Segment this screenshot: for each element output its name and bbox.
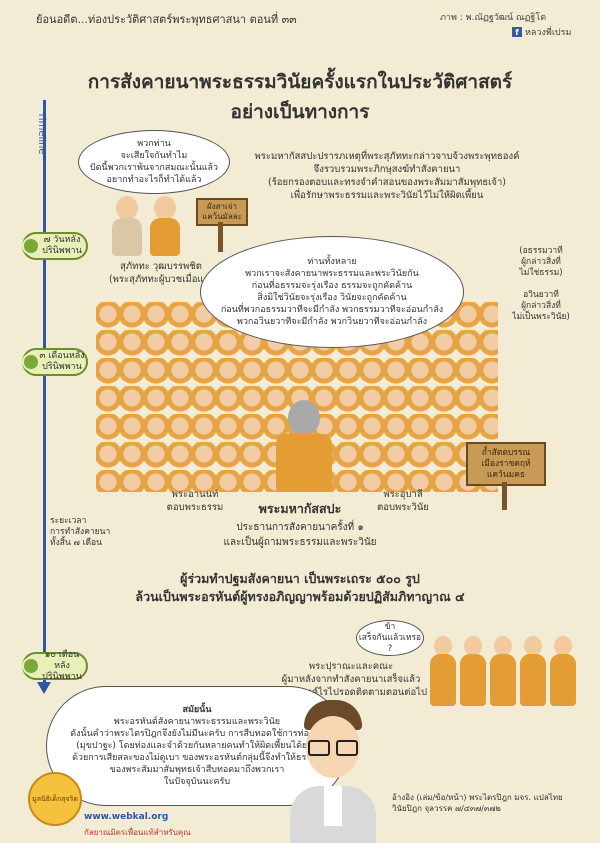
upali-label: พระอุบาลี ตอบพระวินัย bbox=[377, 489, 429, 513]
mahakassapa-speech-bubble: ท่านทั้งหลาย พวกเราจะสังคายนาพระธรรมและพ… bbox=[200, 236, 464, 348]
summary-line-1: ผู้ร่วมทำปฐมสังคายนา เป็นพระเถระ ๕๐๐ รูป bbox=[180, 571, 420, 586]
timeline-label: Timeline bbox=[36, 112, 47, 155]
purana-speech-bubble: ข้าเสร็จกันแล้วเหรอ ? bbox=[356, 620, 424, 656]
avinayavadi-note: อวินยวาที ผู้กล่าวสิ่งที่ ไม่เป็นพระวินั… bbox=[512, 290, 570, 322]
page-title: การสังคายนาพระธรรมวินัยครั้งแรกในประวัติ… bbox=[87, 71, 513, 93]
reference-note: อ้างอิง (เล่ม/ข้อ/หน้า) พระไตรปิฎก มจร. … bbox=[392, 793, 563, 813]
purana-monks-illustration bbox=[430, 618, 580, 714]
mahakassapa-label: พระมหากัสสปะ bbox=[258, 501, 342, 516]
scene1-narration: พระมหากัสสปะปรารภเหตุที่พระสุภัททะกล่าวจ… bbox=[254, 151, 520, 201]
summary-line-2: ล้วนเป็นพระอรหันต์ผู้ทรงอภิญญาพร้อมด้วยป… bbox=[135, 589, 465, 604]
sign-post bbox=[218, 222, 223, 252]
mahakassapa-figure bbox=[274, 400, 334, 492]
timeline-line bbox=[43, 100, 46, 690]
timeline-dot-icon bbox=[22, 657, 40, 675]
sign-post bbox=[502, 482, 507, 510]
image-credit: ภาพ : พ.ณัฏฐวัฒน์ ณฏฐิโต bbox=[440, 13, 547, 23]
facebook-icon: f bbox=[512, 27, 522, 37]
timeline-arrow-icon bbox=[37, 682, 51, 694]
subhadda-monks-illustration bbox=[108, 196, 188, 256]
timeline-dot-icon bbox=[22, 237, 40, 255]
logo-text: มูลนิธิเด็กสุจริต bbox=[32, 795, 78, 803]
mahakassapa-role: ประธานการสังคายนาครั้งที่ ๑ และเป็นผู้ถา… bbox=[223, 522, 377, 548]
page-subtitle: อย่างเป็นทางการ bbox=[230, 101, 370, 123]
kusinara-sign: ผังสาเจ่าแคว้นมัลละ bbox=[196, 198, 248, 226]
series-title: ย้อนอดีต...ท่องประวัติศาสตร์พระพุทธศาสนา… bbox=[36, 13, 297, 26]
sattapanni-cave-sign: ถ้ำสัตตบรรณเมืองราชคฤห์แคว้นมคธ bbox=[466, 442, 546, 486]
adhammavadi-note: (อธรรมวาที ผู้กล่าวสิ่งที่ ไม่ใช่ธรรม) bbox=[519, 246, 563, 278]
narrator-speech-bubble: สมัยนั้น พระอรหันต์สังคายนาพระธรรมและพระ… bbox=[46, 686, 348, 806]
narrator-figure bbox=[290, 700, 376, 843]
duration-note: ระยะเวลา การทำสังคายนา ทั้งสิ้น ๗ เดือน bbox=[50, 516, 111, 548]
facebook-name: หลวงพี่เปรม bbox=[525, 28, 572, 38]
facebook-credit[interactable]: f หลวงพี่เปรม bbox=[512, 25, 571, 39]
purana-caption: พระปุราณะและคณะ ผู้มาหลังจากทำสังคายนาเส… bbox=[275, 661, 427, 698]
subhadda-caption: สุภัททะ วุฒบรรพชิต (พระสุภัททะผู้บวชเมื่… bbox=[108, 261, 214, 285]
subhadda-speech-bubble: พวกท่าน จะเสียใจกันทำไม ปัดนี้พวกเราพ้นจ… bbox=[78, 130, 230, 194]
webkal-logo-icon: มูลนิธิเด็กสุจริต bbox=[28, 772, 82, 826]
website-link[interactable]: www.webkal.org bbox=[84, 812, 169, 822]
timeline-tag-10-months: ๑๐ เดือนหลัง ปรินิพพาน bbox=[22, 650, 88, 682]
ananda-label: พระอานนท์ ตอบพระธรรม bbox=[166, 489, 224, 513]
website-tagline: กัลยาณมิตรเพื่อนแท้สำหรับคุณ bbox=[84, 828, 191, 837]
timeline-dot-icon bbox=[22, 353, 40, 371]
